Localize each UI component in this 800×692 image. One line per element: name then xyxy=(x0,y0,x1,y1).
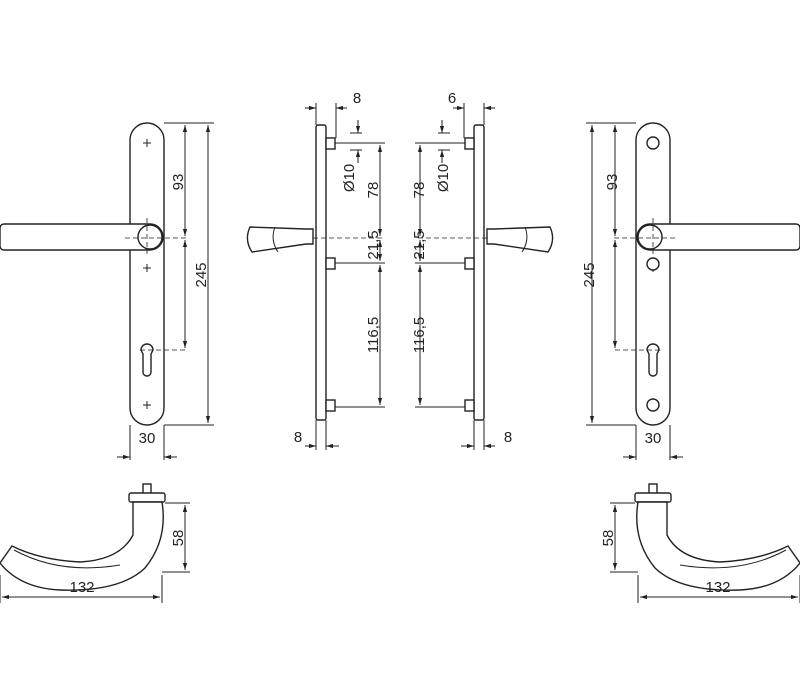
dim-116-5-left: 116,5 xyxy=(365,317,382,353)
dim-58-right: 58 xyxy=(600,530,617,547)
dim-8-bottom-right: 8 xyxy=(504,429,512,446)
dim-245-right: 245 xyxy=(581,262,598,287)
left-set xyxy=(0,103,385,603)
dim-78-left: 78 xyxy=(365,182,382,199)
dim-8-top-left: 8 xyxy=(353,90,361,107)
dim-diameter-right: Ø10 xyxy=(435,164,452,192)
dim-93-left: 93 xyxy=(170,174,187,191)
dim-132-right: 132 xyxy=(705,579,730,596)
dim-diameter-left: Ø10 xyxy=(341,164,358,192)
dim-78-right: 78 xyxy=(411,182,428,199)
dim-8-bottom-left: 8 xyxy=(294,429,302,446)
dim-116-5-right: 116,5 xyxy=(411,317,428,353)
dim-21-5-left: 21,5 xyxy=(365,230,382,259)
screw-icons xyxy=(646,136,660,412)
dim-132-left: 132 xyxy=(69,579,94,596)
dim-30-left: 30 xyxy=(139,430,156,447)
dim-245-left: 245 xyxy=(193,262,210,287)
dim-93-right: 93 xyxy=(604,174,621,191)
dim-58-left: 58 xyxy=(170,530,187,547)
dim-30-right: 30 xyxy=(645,430,662,447)
dim-21-5-right: 21,5 xyxy=(411,230,428,259)
dim-6-top-right: 6 xyxy=(448,90,456,107)
